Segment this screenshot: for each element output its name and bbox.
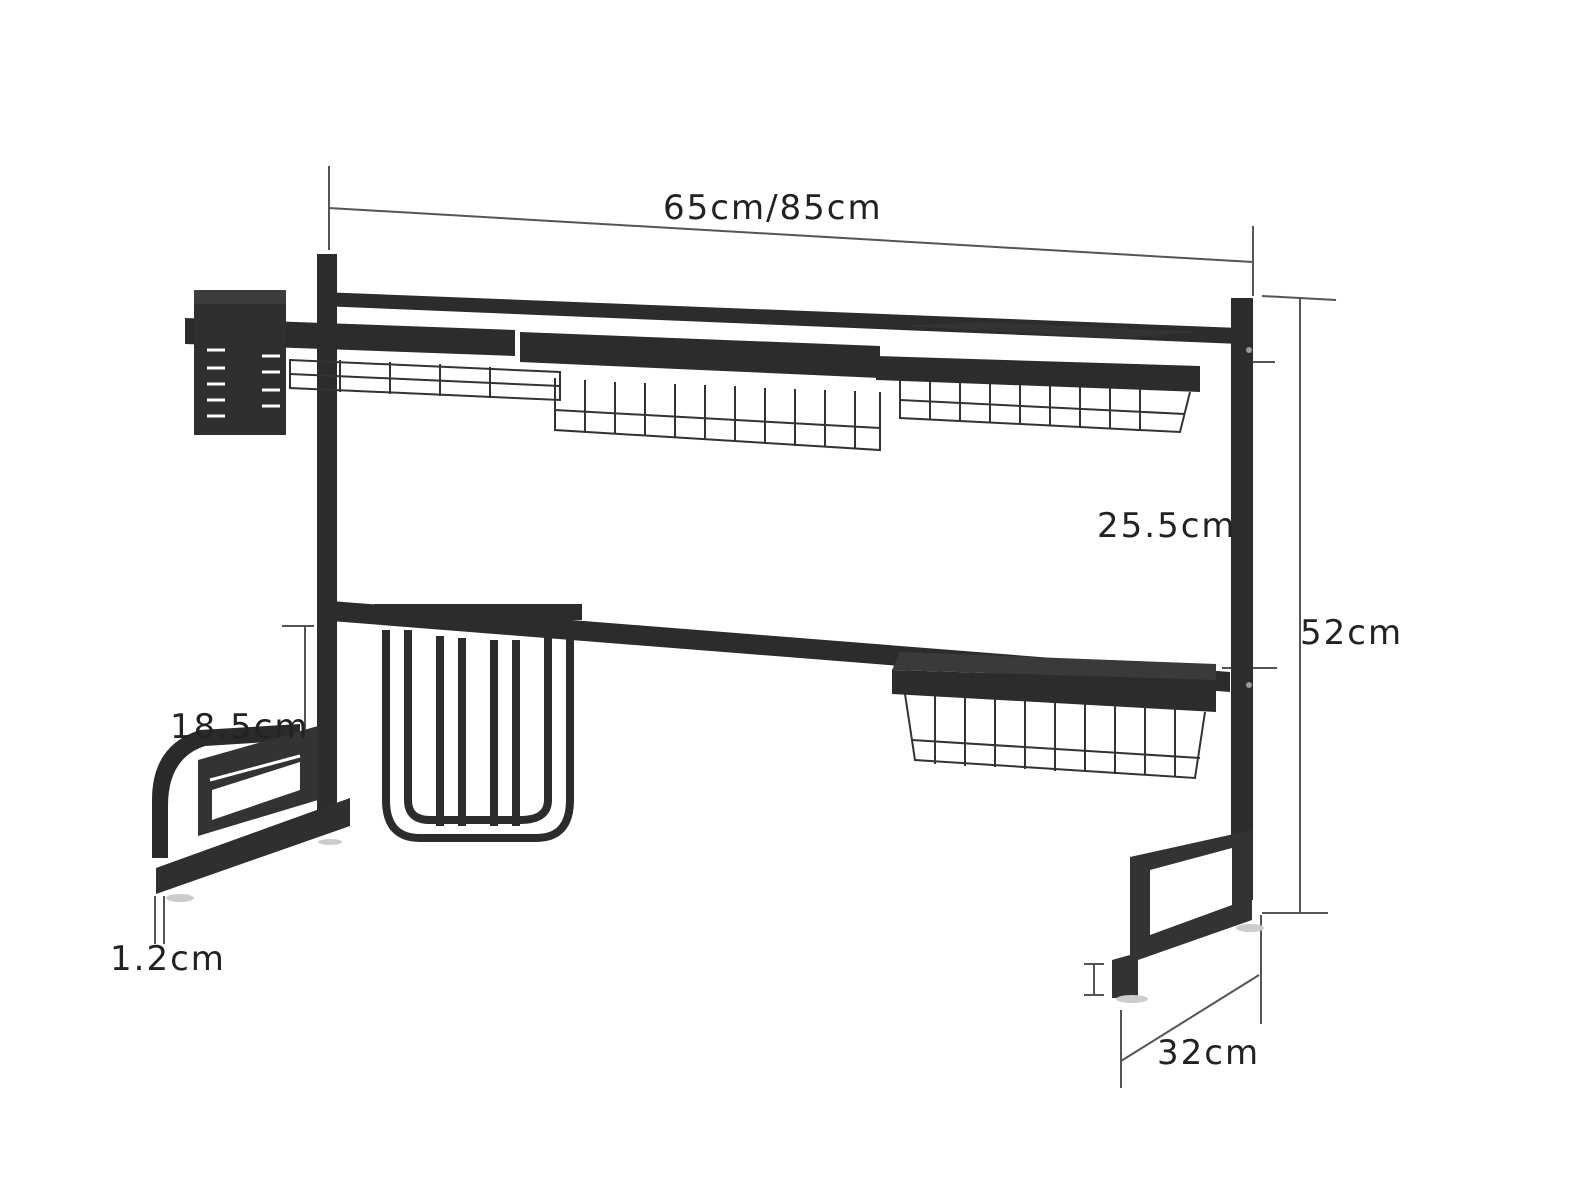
- top-basket-right: [876, 322, 1200, 434]
- side-rack-height-dimension-label: 18.5cm: [170, 707, 310, 747]
- lower-basket: [892, 652, 1216, 780]
- pot-lid-holder: [374, 604, 582, 842]
- cutting-board-holder: [152, 724, 350, 902]
- utensil-holder: [194, 290, 286, 435]
- shelf-gap-dimension-label: 25.5cm: [1097, 506, 1237, 546]
- foot-height-dimension-label: 1.2cm: [110, 939, 226, 979]
- right-foot: [1112, 830, 1252, 998]
- total-height-dimension-label: 52cm: [1300, 613, 1404, 653]
- dimension-lines: [154, 166, 1337, 1088]
- depth-dimension-label: 32cm: [1157, 1033, 1261, 1073]
- top-basket-left: [289, 358, 561, 402]
- width-dimension-label: 65cm/85cm: [663, 188, 883, 228]
- top-basket-center: [520, 332, 881, 452]
